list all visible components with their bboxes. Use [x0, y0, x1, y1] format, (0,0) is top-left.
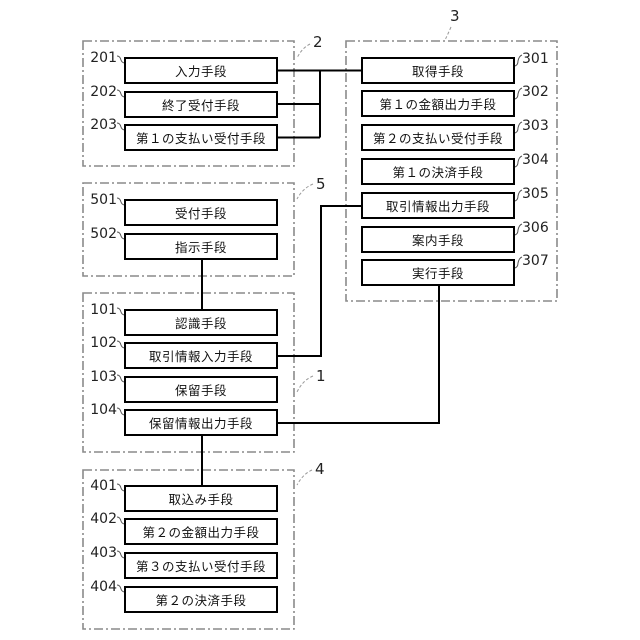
- block-second-payment-acceptance-means: 第２の支払い受付手段: [361, 124, 515, 151]
- group-leader-2: [297, 44, 310, 58]
- ref-leader-302: [515, 88, 522, 99]
- ref-number: 502: [90, 227, 117, 241]
- ref-number: 501: [90, 193, 117, 207]
- group-label-1: 1: [316, 369, 326, 384]
- ref-number: 402: [90, 512, 117, 526]
- ref-number: 306: [522, 221, 549, 235]
- block-first-settlement-means: 第１の決済手段: [361, 158, 515, 185]
- block-execution-means: 実行手段: [361, 259, 515, 286]
- ref-number: 403: [90, 546, 117, 560]
- ref-number: 305: [522, 187, 549, 201]
- ref-number: 301: [522, 52, 549, 66]
- block-acceptance-means: 受付手段: [124, 199, 278, 226]
- ref-number: 304: [522, 153, 549, 167]
- ref-number: 202: [90, 85, 117, 99]
- ref-leader-303: [515, 122, 522, 133]
- block-hold-info-output-means: 保留情報出力手段: [124, 409, 278, 436]
- block-second-settlement-means: 第２の決済手段: [124, 586, 278, 613]
- block-transaction-info-input-means: 取引情報入力手段: [124, 342, 278, 369]
- block-transaction-info-output-means: 取引情報出力手段: [361, 192, 515, 219]
- ref-number: 104: [90, 403, 117, 417]
- wire-305-102: [278, 206, 362, 356]
- ref-number: 102: [90, 336, 117, 350]
- ref-number: 307: [522, 254, 549, 268]
- ref-number: 201: [90, 51, 117, 65]
- block-first-payment-acceptance-means: 第１の支払い受付手段: [124, 124, 278, 151]
- block-instruction-means: 指示手段: [124, 233, 278, 260]
- ref-leader-305: [515, 190, 522, 201]
- ref-number: 101: [90, 303, 117, 317]
- group-leader-4: [297, 470, 312, 485]
- ref-number: 302: [522, 85, 549, 99]
- group-leader-3: [445, 27, 451, 40]
- block-input-means: 入力手段: [124, 57, 278, 84]
- group-label-4: 4: [315, 462, 325, 477]
- block-second-amount-output-means: 第２の金額出力手段: [124, 518, 278, 545]
- group-leader-1: [297, 376, 313, 392]
- ref-leader-307: [515, 257, 522, 268]
- block-acquisition-means: 取得手段: [361, 57, 515, 84]
- block-first-amount-output-means: 第１の金額出力手段: [361, 90, 515, 117]
- block-third-payment-acceptance-means: 第３の支払い受付手段: [124, 552, 278, 579]
- wire-307-104: [278, 286, 439, 423]
- ref-number: 203: [90, 118, 117, 132]
- block-guidance-means: 案内手段: [361, 226, 515, 253]
- ref-number: 401: [90, 479, 117, 493]
- block-end-acceptance-means: 終了受付手段: [124, 91, 278, 118]
- group-label-2: 2: [313, 35, 323, 50]
- block-recognition-means: 認識手段: [124, 309, 278, 336]
- ref-leader-304: [515, 156, 522, 167]
- ref-leader-301: [515, 55, 522, 66]
- group-label-3: 3: [450, 9, 460, 24]
- ref-leader-306: [515, 224, 522, 235]
- ref-number: 303: [522, 119, 549, 133]
- block-capture-means: 取込み手段: [124, 485, 278, 512]
- ref-number: 404: [90, 580, 117, 594]
- ref-number: 103: [90, 370, 117, 384]
- group-leader-5: [297, 184, 313, 199]
- block-hold-means: 保留手段: [124, 376, 278, 403]
- group-label-5: 5: [316, 177, 326, 192]
